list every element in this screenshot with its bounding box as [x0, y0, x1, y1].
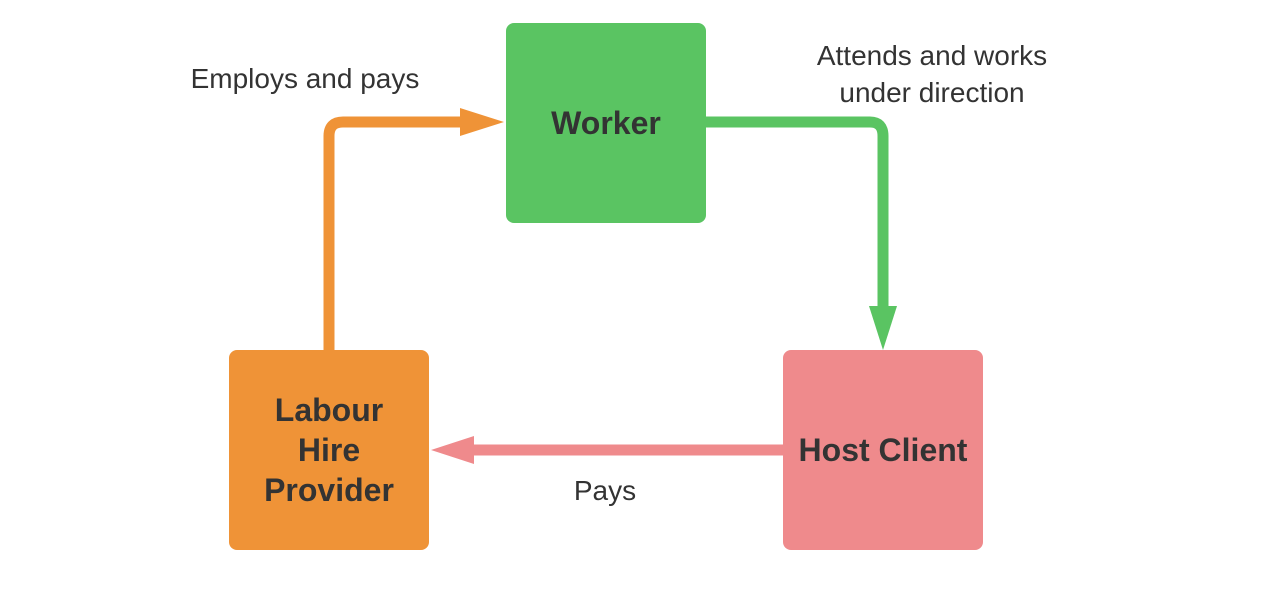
connector-attends-and-works [706, 116, 889, 308]
edge-label-attends-and-works: Attends and works under direction [782, 37, 1082, 111]
labour-hire-provider-label-line-1: Labour [274, 392, 384, 428]
labour-hire-provider-label-line-3: Provider [264, 472, 394, 508]
connector-employs-and-pays [323, 116, 462, 350]
edge-label-attends-and-works-line-1: Attends and works [816, 40, 1048, 71]
worker-node: Worker [506, 23, 706, 223]
arrowhead-employs-and-pays [460, 108, 504, 136]
arrowhead-pays [431, 436, 474, 464]
host-client-node: Host Client [783, 350, 983, 550]
host-client-label: Host Client [798, 432, 968, 468]
arrowhead-attends-and-works [869, 306, 897, 350]
edge-label-employs-and-pays-line-1: Employs and pays [190, 63, 420, 94]
edge-label-pays: Pays [530, 472, 680, 509]
worker-label: Worker [551, 105, 661, 141]
edge-label-employs-and-pays: Employs and pays [150, 60, 460, 97]
edge-label-attends-and-works-line-2: under direction [839, 77, 1025, 108]
edge-label-pays-line-1: Pays [573, 475, 637, 506]
labour-hire-provider-label-line-2: Hire [297, 432, 361, 468]
labour-hire-provider-node: Labour Hire Provider [229, 350, 429, 550]
